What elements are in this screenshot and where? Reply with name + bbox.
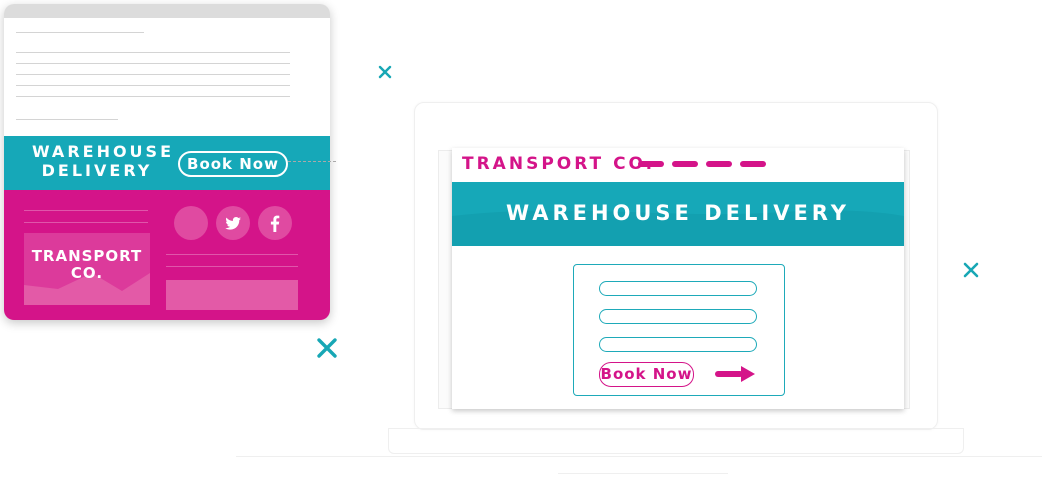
text-line	[16, 119, 118, 120]
email-header-bar	[4, 4, 330, 18]
text-line	[16, 85, 290, 86]
landing-book-now-button[interactable]: Book Now	[599, 362, 694, 387]
email-footer: TRANSPORT CO.	[4, 190, 330, 320]
close-icon	[378, 64, 392, 83]
footer-block	[166, 280, 298, 310]
footer-line	[166, 266, 298, 267]
footer-line	[24, 210, 148, 211]
circle-icon[interactable]	[174, 206, 208, 240]
text-line	[16, 63, 290, 64]
form-field-1[interactable]	[599, 281, 757, 296]
landing-hero: WAREHOUSE DELIVERY	[452, 182, 904, 246]
text-line	[16, 96, 290, 97]
brand-dash	[672, 161, 698, 167]
brand-dash	[740, 161, 766, 167]
stand-line	[558, 473, 728, 474]
facebook-icon[interactable]	[258, 206, 292, 240]
brand-dash	[638, 161, 664, 167]
arrow-right-icon	[715, 365, 757, 387]
form-field-3[interactable]	[599, 337, 757, 352]
landing-hero-title: WAREHOUSE DELIVERY	[505, 201, 851, 225]
footer-line	[24, 222, 148, 223]
booking-form: Book Now	[573, 264, 785, 396]
form-field-2[interactable]	[599, 309, 757, 324]
dashed-connector	[288, 161, 336, 162]
floor-line	[236, 456, 1042, 457]
email-logo-text: TRANSPORT CO.	[31, 247, 143, 282]
close-icon	[963, 262, 979, 282]
email-logo: TRANSPORT CO.	[24, 233, 150, 305]
landing-brand: TRANSPORT CO.	[462, 154, 656, 174]
close-icon	[316, 337, 338, 363]
email-banner: WAREHOUSE DELIVERY Book Now	[4, 136, 330, 190]
text-line	[16, 74, 290, 75]
brand-dash	[706, 161, 732, 167]
landing-page: TRANSPORT CO. WAREHOUSE DELIVERY Book No…	[452, 148, 904, 409]
email-banner-title: WAREHOUSE DELIVERY	[32, 142, 174, 180]
email-book-now-button[interactable]: Book Now	[178, 151, 288, 177]
text-line	[16, 32, 144, 33]
footer-line	[166, 254, 298, 255]
laptop-screen-frame	[414, 102, 938, 430]
twitter-icon[interactable]	[216, 206, 250, 240]
email-preview-card: WAREHOUSE DELIVERY Book Now TRANSPORT CO…	[4, 4, 330, 320]
text-line	[16, 52, 290, 53]
laptop-base	[388, 428, 964, 454]
